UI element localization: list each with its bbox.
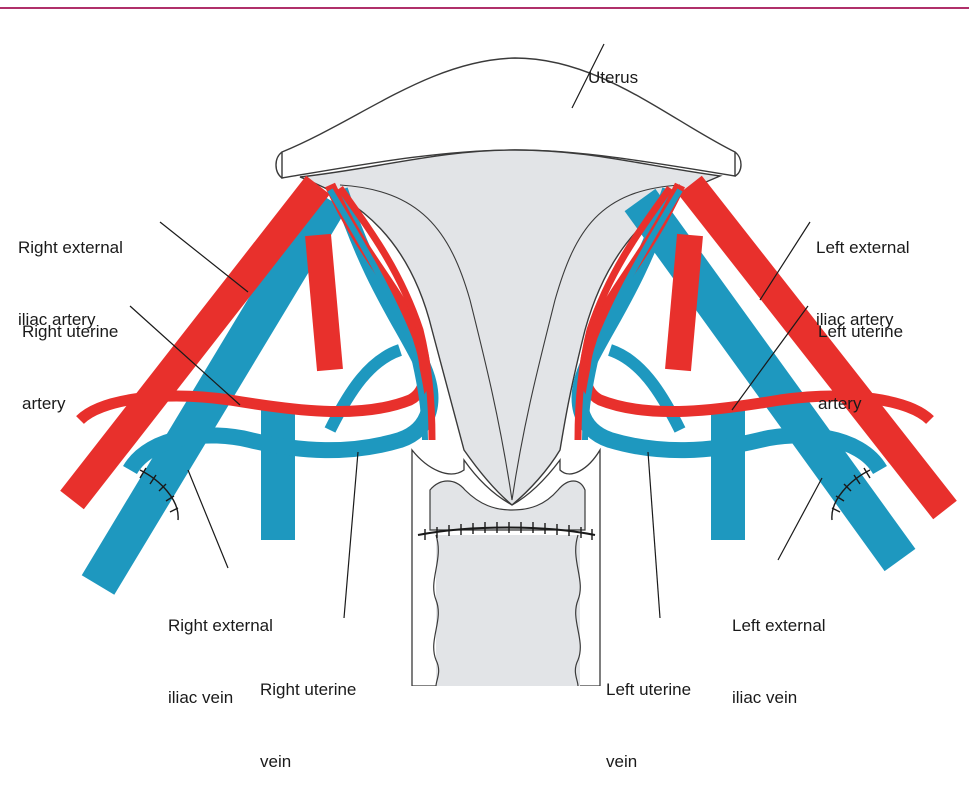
label-right-uterine-vein: Right uterine vein — [260, 630, 356, 798]
leader-right-external-iliac-artery — [160, 222, 248, 292]
leader-right-external-iliac-vein — [188, 470, 228, 568]
label-left-uterine-artery: Left uterine artery — [818, 272, 903, 440]
right-internal-artery-trunk — [318, 235, 330, 370]
uterus-fundus-end-right — [276, 152, 282, 178]
left-internal-artery-trunk — [678, 235, 690, 370]
label-uterus: Uterus — [588, 18, 638, 114]
label-left-external-iliac-vein: Left external iliac vein — [732, 566, 826, 734]
label-left-uterine-vein: Left uterine vein — [606, 630, 691, 798]
vagina-lower — [436, 535, 580, 686]
leader-left-external-iliac-vein — [778, 478, 822, 560]
uterus-fundus-end-left — [735, 152, 741, 176]
label-right-external-iliac-vein: Right external iliac vein — [168, 566, 273, 734]
leader-right-uterine-vein — [344, 452, 358, 618]
leader-left-uterine-vein — [648, 452, 660, 618]
label-right-uterine-artery: Right uterine artery — [22, 272, 118, 440]
